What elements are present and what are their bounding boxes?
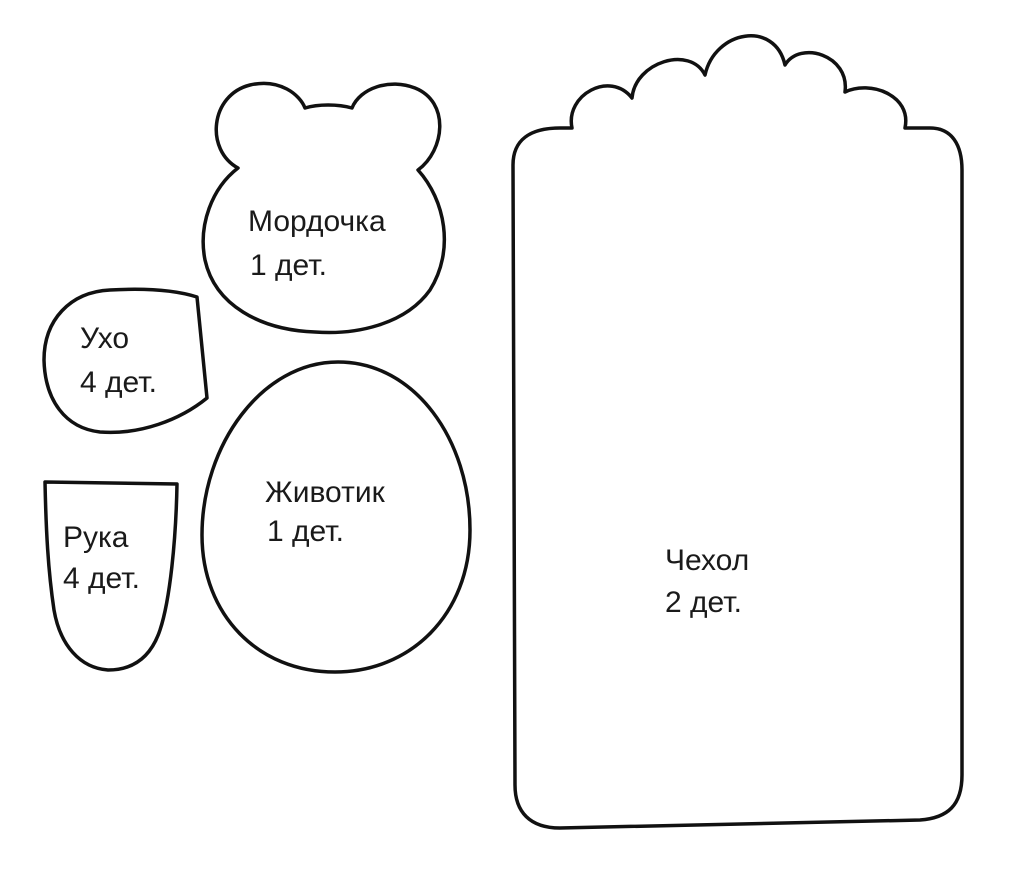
face-count: 1 дет. — [250, 249, 327, 282]
cover-label: Чехол — [665, 544, 749, 577]
face-piece: Мордочка 1 дет. — [201, 81, 447, 335]
arm-outline — [43, 480, 179, 672]
ear-label: Ухо — [80, 322, 129, 355]
belly-outline — [200, 360, 472, 674]
belly-label: Животик — [265, 476, 386, 509]
arm-count: 4 дет. — [63, 562, 140, 595]
arm-piece: Рука 4 дет. — [43, 480, 179, 672]
face-outline — [201, 81, 447, 335]
cover-count: 2 дет. — [665, 586, 742, 619]
arm-label: Рука — [63, 521, 129, 554]
ear-count: 4 дет. — [80, 366, 157, 399]
cover-outline — [511, 34, 964, 830]
ear-outline — [42, 287, 209, 435]
belly-piece: Животик 1 дет. — [200, 360, 472, 674]
ear-piece: Ухо 4 дет. — [42, 287, 209, 435]
face-label: Мордочка — [248, 205, 386, 238]
belly-count: 1 дет. — [267, 515, 344, 548]
cover-piece: Чехол 2 дет. — [511, 34, 964, 830]
